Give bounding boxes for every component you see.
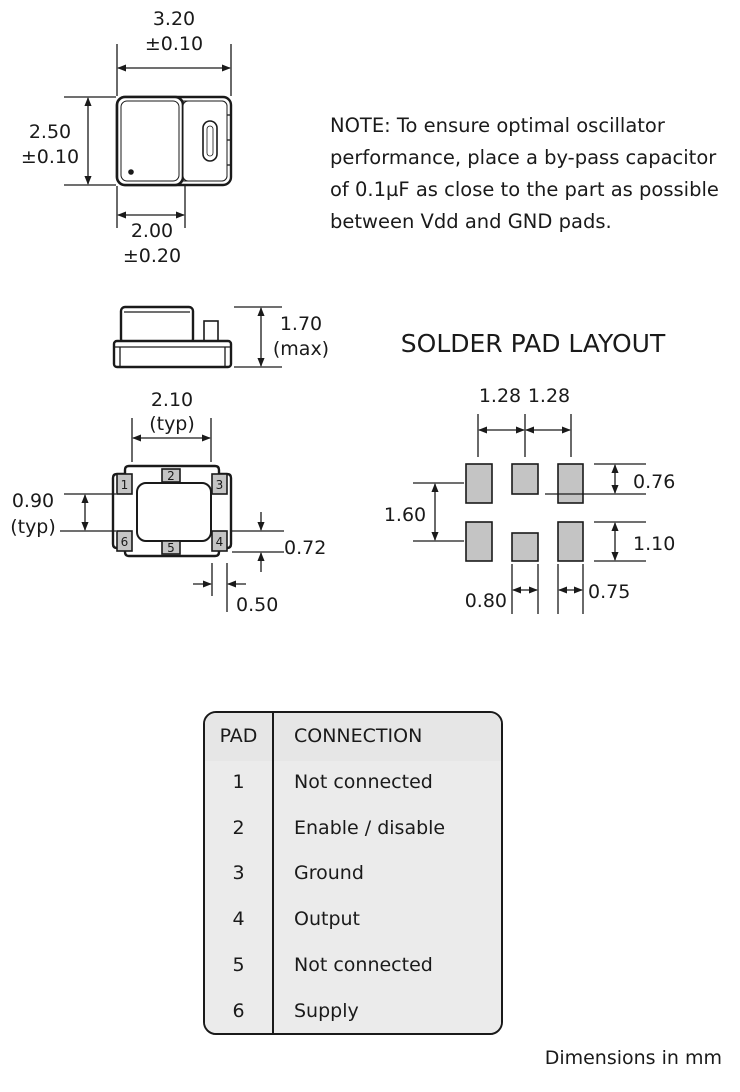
- bottom-view-cavity: [136, 482, 212, 542]
- solder-pad-3: [557, 463, 584, 504]
- pin-label-4: 4: [216, 535, 224, 549]
- table-row-connection: Enable / disable: [294, 817, 446, 839]
- bottom-pad-5: [161, 540, 181, 555]
- table-row-pad: 5: [232, 954, 245, 976]
- bottom-top-qual: (typ): [149, 413, 195, 435]
- header-connection: CONNECTION: [294, 725, 423, 747]
- solder-pad-6: [465, 521, 493, 562]
- top-view-window: [202, 120, 218, 162]
- bottom-pad-3: [211, 473, 228, 495]
- solder-pad-4: [557, 521, 584, 562]
- side-height-dim: 1.70: [280, 313, 322, 335]
- bottom-top-dim: 2.10: [151, 389, 193, 411]
- table-row-pad: 3: [232, 862, 245, 884]
- side-height-qual: (max): [273, 338, 329, 360]
- header-pad: PAD: [219, 725, 258, 747]
- pad-width-dim: 0.50: [236, 594, 278, 616]
- pad-height-dim: 0.72: [284, 537, 326, 559]
- table-row-connection: Ground: [294, 862, 364, 884]
- solder-pad-5: [511, 532, 539, 562]
- bottom-pad-1: [116, 473, 133, 495]
- top-bottom-dim: 2.00: [131, 220, 173, 242]
- side-view-base: [112, 339, 233, 369]
- side-pad-width-dim: 0.75: [588, 581, 630, 603]
- solder-pad-layout: SOLDER PAD LAYOUT 1.28 1.28 0.76 1.10 1.…: [384, 329, 675, 614]
- bottom-view: 2.10 (typ) 1 2 3 4 5 6 0.90 (typ) 0.72: [10, 389, 326, 616]
- row-spacing-dim: 1.60: [384, 504, 426, 526]
- top-height-dim: 2.50: [29, 121, 71, 143]
- table-row-pad: 2: [232, 817, 245, 839]
- top-width-tol: ±0.10: [145, 33, 203, 55]
- solder-pad-heading: SOLDER PAD LAYOUT: [401, 329, 666, 358]
- table-row-connection: Not connected: [294, 954, 433, 976]
- pin-label-2: 2: [167, 469, 175, 483]
- pitch-right-dim: 1.28: [528, 385, 570, 407]
- bottom-pad-4: [211, 530, 228, 552]
- top-pad-height-dim: 0.76: [633, 471, 675, 493]
- pad-connection-table: PAD CONNECTION 1 Not connected 2 Enable …: [203, 711, 503, 1035]
- top-view: 3.20 ±0.10 2.50 ±0.10 2.00 ±0.20: [21, 8, 233, 267]
- solder-pad-1: [465, 463, 493, 504]
- pin-label-5: 5: [167, 541, 175, 555]
- table-row-connection: Not connected: [294, 771, 433, 793]
- units-note: Dimensions in mm: [544, 1047, 722, 1069]
- top-height-tol: ±0.10: [21, 146, 79, 168]
- top-width-dim: 3.20: [153, 8, 195, 30]
- pin-label-1: 1: [121, 478, 129, 492]
- top-view-lid: [115, 95, 185, 187]
- table-row-connection: Output: [294, 908, 360, 930]
- bottom-left-qual: (typ): [10, 516, 56, 538]
- bottom-pad-height-dim: 1.10: [633, 533, 675, 555]
- bottom-pad-2: [161, 468, 181, 483]
- pin-label-3: 3: [216, 478, 224, 492]
- top-bottom-tol: ±0.20: [123, 245, 181, 267]
- bottom-pad-6: [116, 530, 133, 552]
- pin-label-6: 6: [121, 535, 129, 549]
- table-row-pad: 4: [232, 908, 245, 930]
- pitch-left-dim: 1.28: [479, 385, 521, 407]
- table-header: [205, 713, 501, 762]
- side-view: 1.70 (max): [112, 305, 329, 369]
- pin1-dot: [128, 169, 134, 175]
- table-row-connection: Supply: [294, 1000, 359, 1022]
- bottom-left-dim: 0.90: [12, 490, 54, 512]
- side-view-window: [203, 320, 219, 344]
- bypass-capacitor-note: NOTE: To ensure optimal oscillator perfo…: [330, 114, 719, 233]
- table-row-pad: 6: [232, 1000, 245, 1022]
- solder-pad-2: [511, 463, 539, 495]
- table-row-pad: 1: [232, 771, 245, 793]
- center-pad-width-dim: 0.80: [465, 590, 507, 612]
